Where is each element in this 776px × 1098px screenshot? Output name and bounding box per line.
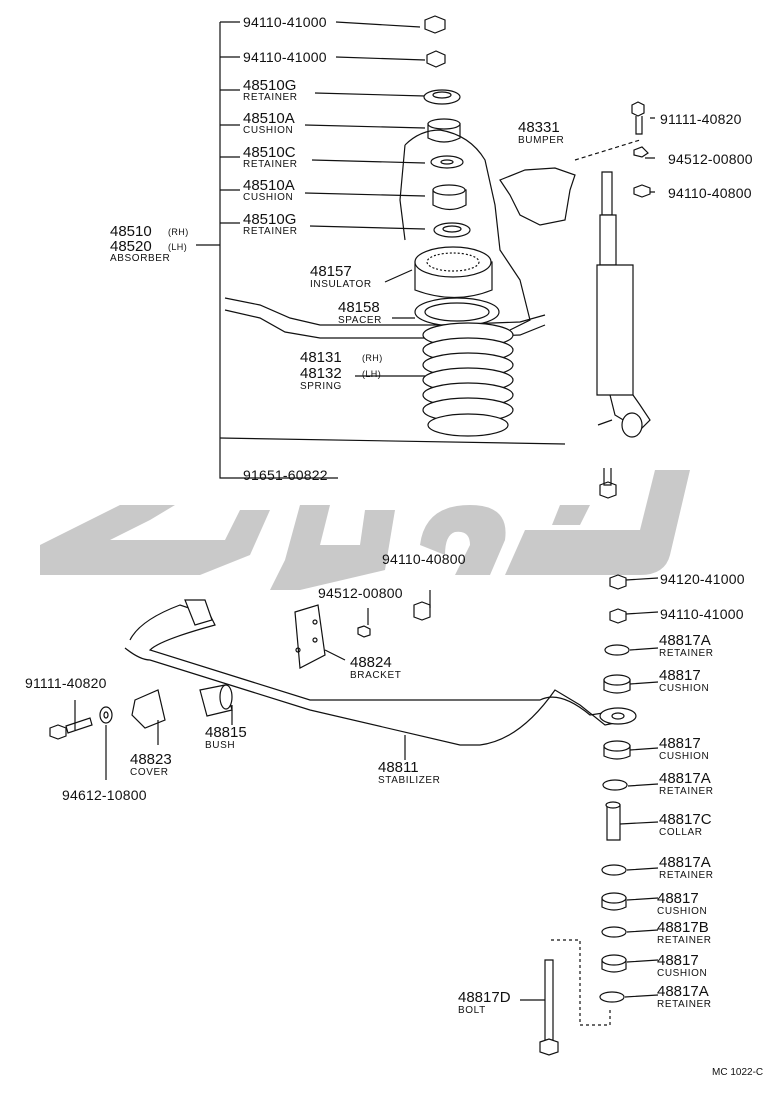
lower-washer-94512-label: 94512-00800 <box>318 585 403 601</box>
spacer-part: 48158 <box>338 299 380 316</box>
link-cushion-2-part: 48817 <box>659 735 701 752</box>
link-retainer-3-part: 48817A <box>659 854 711 871</box>
arabic-calligraphy-watermark <box>40 470 690 590</box>
cushion-a-top-name: CUSHION <box>243 125 294 136</box>
upper-nut-94110-label: 94110-40800 <box>668 185 752 201</box>
retainer-c-part: 48510C <box>243 144 296 161</box>
insulator-name: INSULATOR <box>310 279 372 290</box>
spring-name: SPRING <box>300 381 342 392</box>
link-retainer-3-name: RETAINER <box>659 870 714 881</box>
absorber-part-rh: 48510 <box>110 223 152 240</box>
absorber-tag-rh: (RH) <box>168 227 189 237</box>
lower-bolt-91111-label: 91111-40820 <box>25 675 107 691</box>
spring-coils <box>422 322 514 437</box>
upper-bolt-91111-label: 91111-40820 <box>660 111 742 127</box>
absorber-tag-lh: (LH) <box>168 242 188 252</box>
link-retainer-4-name: RETAINER <box>657 999 712 1010</box>
spring-part-rh: 48131 <box>300 349 342 366</box>
link-retainer-b-name: RETAINER <box>657 935 712 946</box>
nut-top-2-label: 94110-41000 <box>243 49 327 65</box>
spring-part-lh: 48132 <box>300 365 342 382</box>
absorber-part-lh: 48520 <box>110 238 152 255</box>
absorber-name: ABSORBER <box>110 253 171 264</box>
link-cushion-1-name: CUSHION <box>659 683 710 694</box>
bracket-part: 48824 <box>350 654 392 671</box>
link-retainer-4-part: 48817A <box>657 983 709 1000</box>
stabilizer-name: STABILIZER <box>378 775 441 786</box>
bolt-d-part: 48817D <box>458 989 511 1006</box>
spring-tag-rh: (RH) <box>362 353 383 363</box>
link-retainer-2-name: RETAINER <box>659 786 714 797</box>
spring-tag-lh: (LH) <box>362 369 382 379</box>
retainer-g-bottom-part: 48510G <box>243 211 297 228</box>
nut-top-1-label: 94110-41000 <box>243 14 327 30</box>
bolt-91651-label: 91651-60822 <box>243 467 328 483</box>
upper-washer-94512-label: 94512-00800 <box>668 151 753 167</box>
link-nut-94110-label: 94110-41000 <box>660 606 744 622</box>
spacer-name: SPACER <box>338 315 382 326</box>
figure-code: MC 1022-C <box>712 1067 764 1078</box>
link-retainer-b-part: 48817B <box>657 919 709 936</box>
bush-name: BUSH <box>205 740 236 751</box>
link-nut-94120-label: 94120-41000 <box>660 571 745 587</box>
lower-nut-94110-label: 94110-40800 <box>382 551 466 567</box>
link-cushion-4-name: CUSHION <box>657 968 708 979</box>
stabilizer-part: 48811 <box>378 759 419 776</box>
washer-94612-label: 94612-10800 <box>62 787 147 803</box>
cushion-a-bottom-part: 48510A <box>243 177 295 194</box>
link-collar-part: 48817C <box>659 811 712 828</box>
link-cushion-4-part: 48817 <box>657 952 699 969</box>
insulator-part: 48157 <box>310 263 352 280</box>
link-collar-name: COLLAR <box>659 827 703 838</box>
link-retainer-1-part: 48817A <box>659 632 711 649</box>
bolt-d-name: BOLT <box>458 1005 486 1016</box>
link-retainer-2-part: 48817A <box>659 770 711 787</box>
retainer-g-bottom-name: RETAINER <box>243 226 298 237</box>
cover-part: 48823 <box>130 751 172 768</box>
link-cushion-3-part: 48817 <box>657 890 699 907</box>
retainer-g-top-part: 48510G <box>243 77 297 94</box>
retainer-c-name: RETAINER <box>243 159 298 170</box>
retainer-g-top-name: RETAINER <box>243 92 298 103</box>
link-cushion-2-name: CUSHION <box>659 751 710 762</box>
bush-part: 48815 <box>205 724 247 741</box>
link-cushion-1-part: 48817 <box>659 667 701 684</box>
link-cushion-3-name: CUSHION <box>657 906 708 917</box>
bumper-part: 48331 <box>518 119 560 136</box>
cushion-a-bottom-name: CUSHION <box>243 192 294 203</box>
cover-name: COVER <box>130 767 169 778</box>
cushion-a-top-part: 48510A <box>243 110 295 127</box>
bracket-name: BRACKET <box>350 670 402 681</box>
bumper-name: BUMPER <box>518 135 565 146</box>
link-retainer-1-name: RETAINER <box>659 648 714 659</box>
